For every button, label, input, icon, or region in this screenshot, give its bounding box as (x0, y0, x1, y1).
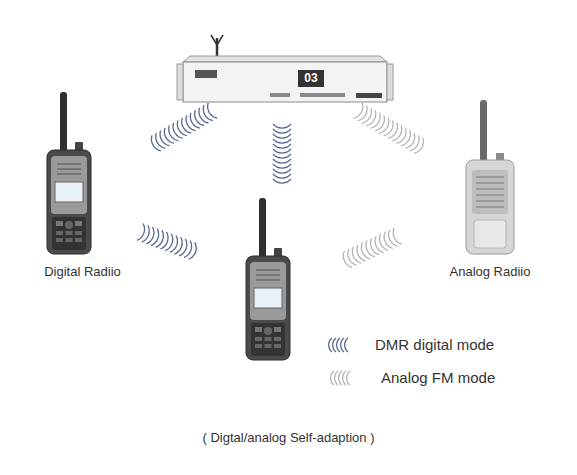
legend-sample (331, 371, 350, 385)
legend-text: Analog FM mode (381, 369, 495, 386)
radio-link-waves (353, 103, 423, 153)
rack-ear (177, 64, 183, 100)
analog-radio (466, 100, 514, 254)
radio-body (466, 160, 514, 254)
figure-caption: ( Digtal/analog Self-adaption ) (0, 430, 577, 445)
front-plate (356, 93, 382, 98)
digital-radio (246, 198, 290, 360)
front-slot (270, 93, 290, 97)
grille-lines (476, 177, 504, 207)
front-slot (300, 93, 345, 97)
repeater-front (183, 62, 387, 102)
analog-wave (341, 228, 402, 269)
digital-wave (273, 124, 291, 183)
legend-text: DMR digital mode (375, 336, 494, 353)
antenna (480, 100, 487, 162)
display-window (298, 70, 324, 87)
speaker-grille (472, 170, 508, 214)
digital-radio (47, 92, 91, 254)
radio-node: Digital Radiio (30, 90, 135, 282)
rack-ear (387, 64, 393, 100)
repeater-node: 03 (183, 35, 387, 102)
radio-lower-panel (474, 220, 506, 248)
digital-wave (137, 224, 199, 261)
repeater-top (183, 56, 387, 62)
device-label: Analog Radiio (440, 264, 540, 280)
device-label: Digital Radiio (30, 264, 135, 280)
radio-node: Analog Radiio (440, 92, 540, 282)
display-digits: 03 (298, 70, 324, 87)
antenna (216, 38, 219, 58)
repeater-device (177, 35, 393, 102)
legend-sample (329, 338, 348, 352)
radio-link-waves (151, 103, 217, 151)
brand-plate (195, 70, 217, 78)
